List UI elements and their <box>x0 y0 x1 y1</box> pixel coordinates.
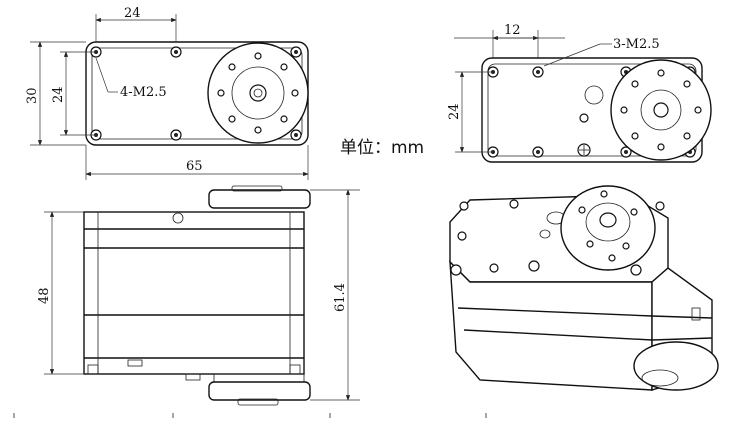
dim-right-height: 24 <box>447 103 462 120</box>
top-view-left: 24 30 24 4-M2.5 65 <box>25 6 309 180</box>
top-view-right: 12 3-M2.5 24 <box>447 23 712 163</box>
dim-top-width: 24 <box>124 6 141 21</box>
unit-label: 单位：mm <box>340 138 424 158</box>
dim-inner-height: 24 <box>51 86 66 103</box>
frame-ticks <box>13 413 487 418</box>
dim-outer-height: 30 <box>25 87 40 104</box>
dim-spacing: 12 <box>504 23 521 38</box>
dim-total-height: 61.4 <box>333 283 348 312</box>
dim-side-height: 48 <box>37 287 52 304</box>
thread-label-left: 4-M2.5 <box>120 85 167 100</box>
side-view: 48 61.4 <box>37 185 360 406</box>
horn-iso-icon <box>560 185 656 271</box>
isometric-view <box>449 185 719 391</box>
dim-length: 65 <box>186 159 203 174</box>
thread-label-right: 3-M2.5 <box>613 37 660 52</box>
